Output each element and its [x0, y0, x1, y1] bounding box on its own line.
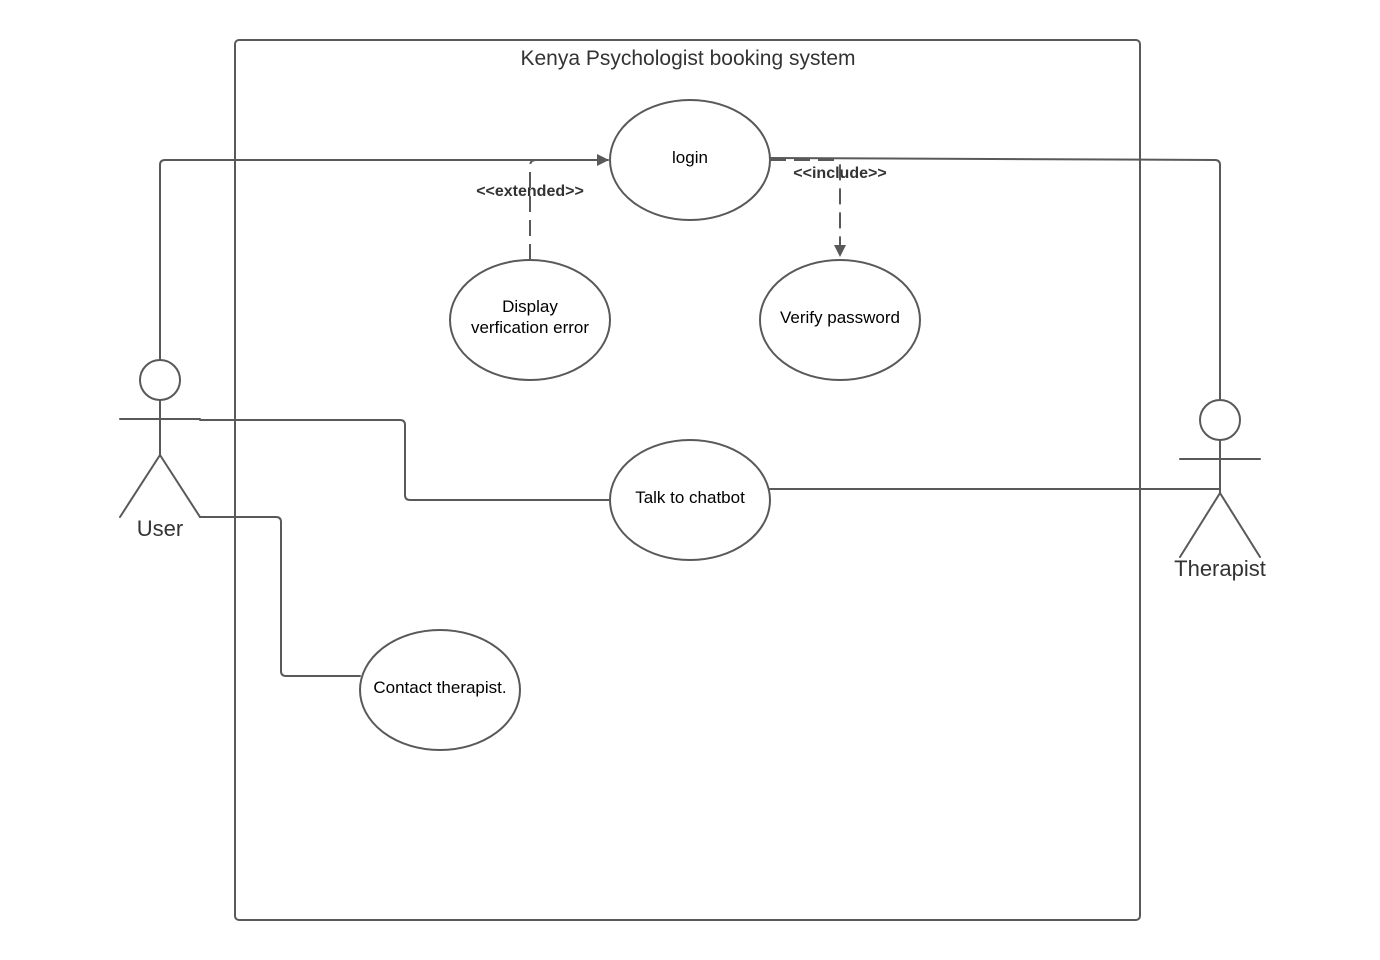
- include-relation-line: [770, 159, 846, 257]
- use-case-verify-password-label: Verify password: [780, 308, 900, 327]
- actor-therapist[interactable]: Therapist: [1174, 399, 1266, 581]
- association-user-login: [159, 154, 609, 361]
- use-case-verify-password[interactable]: Verify password: [759, 259, 921, 381]
- use-case-display-error-label-line2: verfication error: [471, 318, 589, 337]
- system-boundary: [234, 39, 1141, 921]
- actor-therapist-label: Therapist: [1174, 556, 1266, 581]
- use-case-display-error-label-line1: Display: [502, 297, 558, 316]
- include-stereotype: <<include>>: [793, 165, 886, 182]
- system-title: Kenya Psychologist booking system: [520, 47, 855, 70]
- extend-relation-line: [529, 159, 606, 260]
- use-case-contact-therapist[interactable]: Contact therapist.: [359, 629, 521, 751]
- association-user-chatbot: [199, 419, 611, 501]
- association-user-contact: [199, 516, 361, 677]
- use-case-login[interactable]: login: [609, 99, 771, 221]
- actor-user-head: [139, 359, 181, 401]
- use-case-talk-to-chatbot[interactable]: Talk to chatbot: [609, 439, 771, 561]
- use-case-display-verification-error[interactable]: Display verfication error: [449, 259, 611, 381]
- actor-user-label: User: [137, 516, 183, 541]
- use-case-contact-therapist-label: Contact therapist.: [373, 678, 506, 697]
- use-case-talk-to-chatbot-label: Talk to chatbot: [635, 488, 745, 507]
- use-case-login-label: login: [672, 148, 708, 167]
- association-therapist-login: [769, 157, 1221, 401]
- actor-therapist-head: [1199, 399, 1241, 441]
- actor-user[interactable]: User: [119, 359, 201, 541]
- extended-stereotype: <<extended>>: [476, 183, 584, 200]
